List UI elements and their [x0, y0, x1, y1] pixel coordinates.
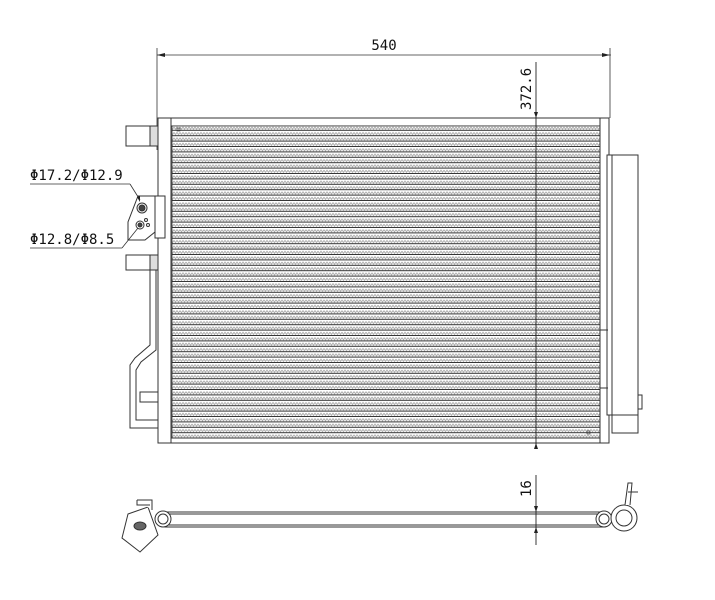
mounting-bracket-top: [125, 125, 159, 147]
inlet-port-label: Φ17.2/Φ12.9: [30, 168, 123, 184]
width-label: 540: [371, 38, 396, 54]
side-view: [121, 482, 638, 553]
height-dimension: 372.6: [519, 62, 538, 449]
width-dimension: 540: [156, 38, 611, 150]
inlet-port-callout: Φ17.2/Φ12.9: [30, 168, 141, 202]
mounting-bracket-bottom: [125, 254, 159, 271]
depth-dimension: 16: [519, 475, 538, 545]
outlet-port-label: Φ12.8/Φ8.5: [30, 232, 114, 248]
port-block: [127, 195, 166, 241]
pipe-clip: [139, 391, 159, 403]
outlet-pipe: [129, 270, 158, 429]
receiver-drier: [600, 154, 643, 444]
height-label: 372.6: [519, 68, 535, 110]
outlet-port-callout: Φ12.8/Φ8.5: [30, 227, 139, 249]
condenser-core: [157, 117, 610, 444]
depth-label: 16: [519, 480, 535, 497]
